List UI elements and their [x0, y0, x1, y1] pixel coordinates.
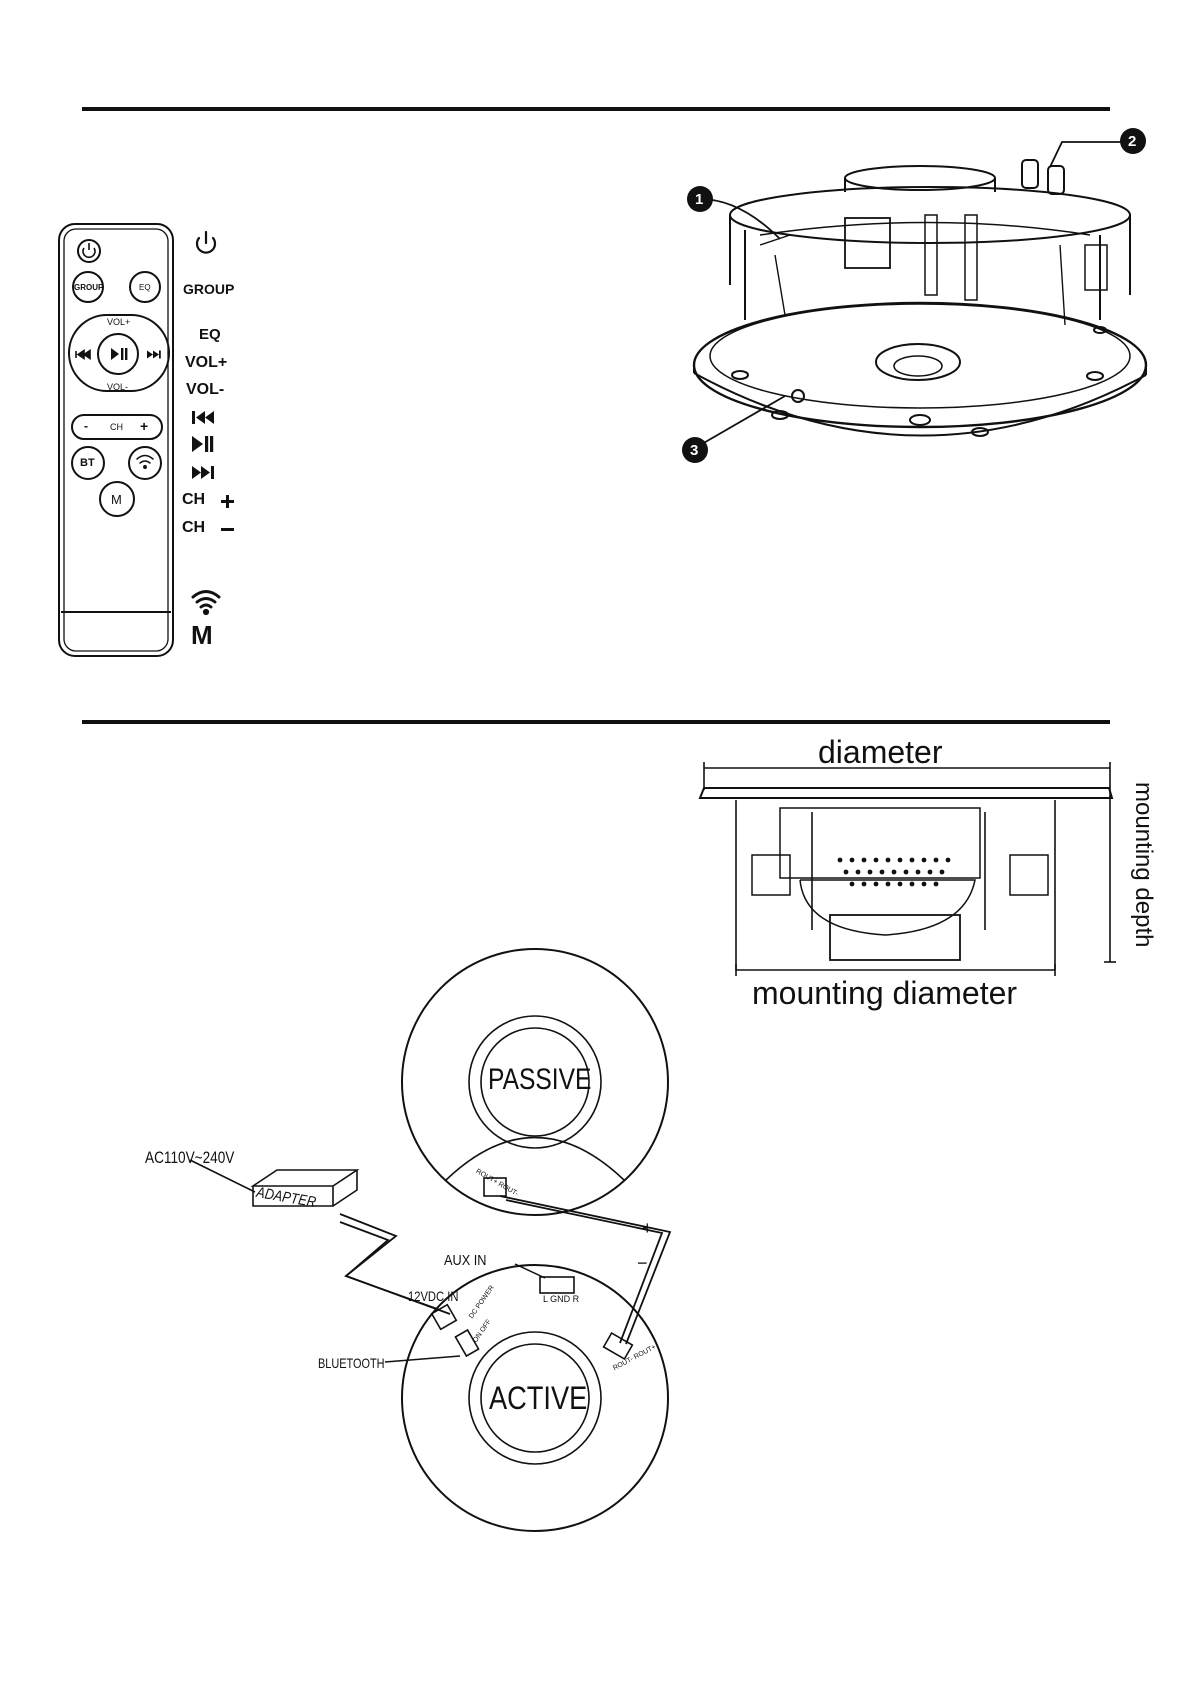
top-rule	[82, 107, 1110, 111]
diameter-label: diameter	[818, 734, 943, 771]
callout-3-label: 3	[690, 442, 698, 459]
bluetooth-label: BLUETOOTH	[318, 1355, 385, 1371]
prev-track-icon	[192, 411, 214, 424]
ch-plus-button: +	[140, 418, 148, 434]
legend-vol-down: VOL-	[186, 381, 224, 399]
legend-group: GROUP	[183, 281, 234, 297]
aux-in-label: AUX IN	[444, 1252, 487, 1269]
power-button	[78, 240, 100, 262]
callout-2-label: 2	[1128, 133, 1136, 150]
switch-label: ON OFF	[472, 1318, 493, 1344]
legend-ch-plus: CH	[182, 491, 205, 509]
ch-label: CH	[110, 422, 123, 432]
vol-up-button: VOL+	[107, 317, 130, 327]
legend-ch-minus: CH	[182, 519, 205, 537]
plus-label: +	[642, 1218, 653, 1239]
group-button: GROUP	[74, 283, 103, 292]
passive-label: PASSIVE	[488, 1063, 591, 1097]
legend-eq: EQ	[199, 326, 221, 343]
legend-m: M	[191, 620, 213, 651]
legend-vol-up: VOL+	[185, 354, 227, 372]
ac-input-label: AC110V~240V	[145, 1148, 234, 1168]
active-label: ACTIVE	[489, 1380, 587, 1417]
play-pause-icon	[192, 436, 213, 452]
mounting-depth-label: mounting depth	[1129, 782, 1157, 947]
passive-terminal-label: ROUT+ ROUT-	[475, 1168, 520, 1198]
bt-button: BT	[80, 457, 95, 469]
mounting-diameter-label: mounting diameter	[752, 975, 1017, 1012]
next-track-icon	[192, 466, 214, 479]
ch-minus-button: -	[84, 419, 88, 433]
wifi-icon	[193, 592, 219, 614]
active-terminal-label: ROUT- ROUT+	[612, 1344, 657, 1373]
adapter-label: ADAPTER	[255, 1184, 317, 1211]
middle-rule	[82, 720, 1110, 724]
m-button: M	[111, 492, 122, 507]
dc-terminal-label: DC POWER	[468, 1284, 496, 1320]
callout-1-label: 1	[695, 191, 703, 208]
minus-label: −	[637, 1253, 648, 1274]
vol-down-button: VOL-	[107, 382, 128, 392]
ch-plus-icon	[221, 495, 234, 508]
eq-button: EQ	[139, 283, 151, 292]
dc-in-label: 12VDC IN	[408, 1288, 458, 1304]
power-icon	[197, 232, 215, 253]
aux-terminal-label: L GND R	[543, 1294, 579, 1304]
ch-minus-icon	[221, 528, 234, 531]
